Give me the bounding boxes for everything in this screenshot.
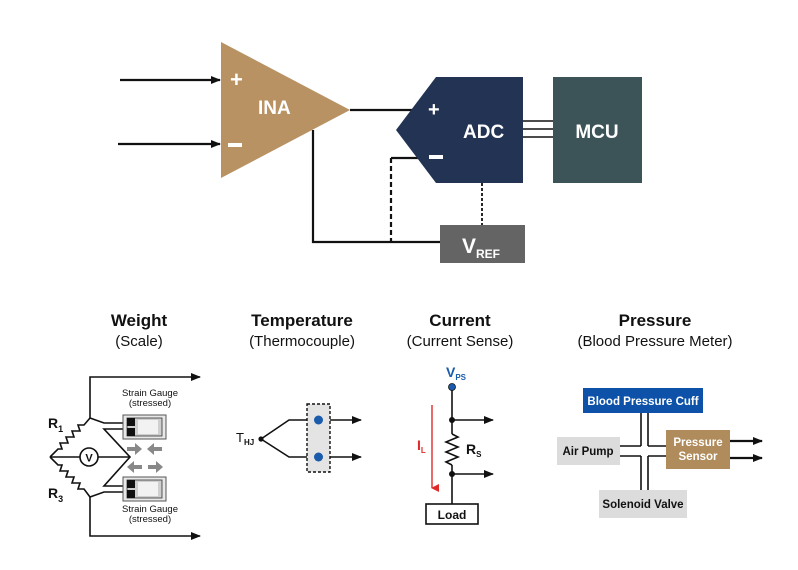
ina-label: INA bbox=[258, 98, 291, 119]
compress-arrow-left-icon bbox=[147, 443, 162, 455]
thermocouple-circuit: THJ bbox=[236, 403, 362, 473]
stretch-arrow-right-icon bbox=[148, 461, 163, 473]
adc-minus-label bbox=[429, 155, 443, 159]
r1-label: R1 bbox=[48, 415, 63, 434]
strain-gauge-top-label: Strain Gauge bbox=[122, 388, 178, 399]
stretch-arrow-left-icon bbox=[127, 461, 142, 473]
adc-block bbox=[396, 77, 523, 183]
pressure-sensor-block bbox=[666, 430, 730, 469]
ina-plus-label: + bbox=[230, 67, 243, 92]
vref-block bbox=[440, 225, 525, 263]
air-pump-label: Air Pump bbox=[562, 446, 613, 458]
bridge-top-output-arrow bbox=[89, 373, 201, 418]
strain-gauge-bottom-icon bbox=[122, 476, 167, 502]
thermocouple-wire-bottom bbox=[260, 438, 307, 458]
pressure-sensor-label-1: Pressure bbox=[673, 437, 722, 449]
section-titles: Weight (Scale) Temperature (Thermocouple… bbox=[111, 311, 733, 350]
load-block bbox=[425, 503, 479, 525]
hot-junction-label: THJ bbox=[236, 430, 254, 447]
blood-pressure-system: Blood Pressure Cuff Air Pump Pressure Se… bbox=[557, 388, 763, 518]
bridge-wire bbox=[89, 417, 130, 424]
solenoid-valve-block bbox=[599, 490, 687, 518]
strain-gauge-top-icon bbox=[122, 414, 167, 440]
blood-pressure-cuff-label: Blood Pressure Cuff bbox=[587, 396, 698, 408]
weight-subtitle: (Scale) bbox=[115, 333, 163, 350]
strain-gauge-bottom-label: Strain Gauge bbox=[122, 504, 178, 515]
ina-amplifier bbox=[221, 42, 350, 178]
temperature-title: Temperature bbox=[251, 311, 353, 330]
sense-resistor bbox=[443, 433, 461, 466]
voltmeter-icon bbox=[79, 447, 99, 467]
voltmeter-label: V bbox=[85, 453, 93, 465]
pressure-sensor-label-2: Sensor bbox=[679, 451, 719, 463]
weight-title: Weight bbox=[111, 311, 168, 330]
blood-pressure-cuff-block bbox=[583, 388, 703, 413]
air-pump-block bbox=[557, 437, 620, 465]
cold-junction-dot-bottom bbox=[314, 452, 323, 462]
bridge-bottom-output-arrow bbox=[89, 497, 201, 540]
ina-ref-wire bbox=[311, 130, 440, 244]
pressure-subtitle: (Blood Pressure Meter) bbox=[577, 333, 732, 350]
weight-bridge-circuit: V R1 R3 Strain Gauge (stressed) Strain G… bbox=[48, 373, 201, 540]
supply-voltage-label: VPS bbox=[446, 364, 467, 382]
cold-junction-block bbox=[306, 403, 331, 473]
current-title: Current bbox=[429, 311, 491, 330]
load-label: Load bbox=[438, 508, 467, 522]
r1-resistor bbox=[49, 417, 91, 458]
compress-arrow-right-icon bbox=[127, 443, 142, 455]
vref-label: VREF bbox=[462, 235, 500, 261]
pressure-title: Pressure bbox=[619, 311, 692, 330]
mcu-block bbox=[553, 77, 642, 183]
air-pipes bbox=[620, 412, 666, 490]
top-signal-chain: + INA + ADC MCU VREF bbox=[118, 42, 642, 263]
thermocouple-wire-top bbox=[260, 419, 307, 440]
adc-plus-label: + bbox=[428, 99, 440, 121]
supply-node bbox=[448, 383, 456, 391]
temperature-subtitle: (Thermocouple) bbox=[249, 333, 355, 350]
strain-gauge-top-sublabel: (stressed) bbox=[129, 398, 171, 409]
strain-gauge-bottom-sublabel: (stressed) bbox=[129, 514, 171, 525]
sense-resistor-label: RS bbox=[466, 441, 482, 459]
current-subtitle: (Current Sense) bbox=[407, 333, 514, 350]
load-current-label: IL bbox=[417, 437, 426, 455]
current-sense-circuit: VPS RS IL Load bbox=[417, 364, 494, 525]
adc-label: ADC bbox=[463, 122, 504, 143]
cold-junction-dot-top bbox=[314, 415, 323, 425]
bridge-wire bbox=[89, 491, 130, 498]
solenoid-valve-label: Solenoid Valve bbox=[602, 499, 683, 511]
r3-label: R3 bbox=[48, 485, 63, 504]
ina-minus-label bbox=[228, 143, 242, 147]
mcu-label: MCU bbox=[575, 122, 618, 143]
r3-resistor bbox=[49, 456, 91, 498]
